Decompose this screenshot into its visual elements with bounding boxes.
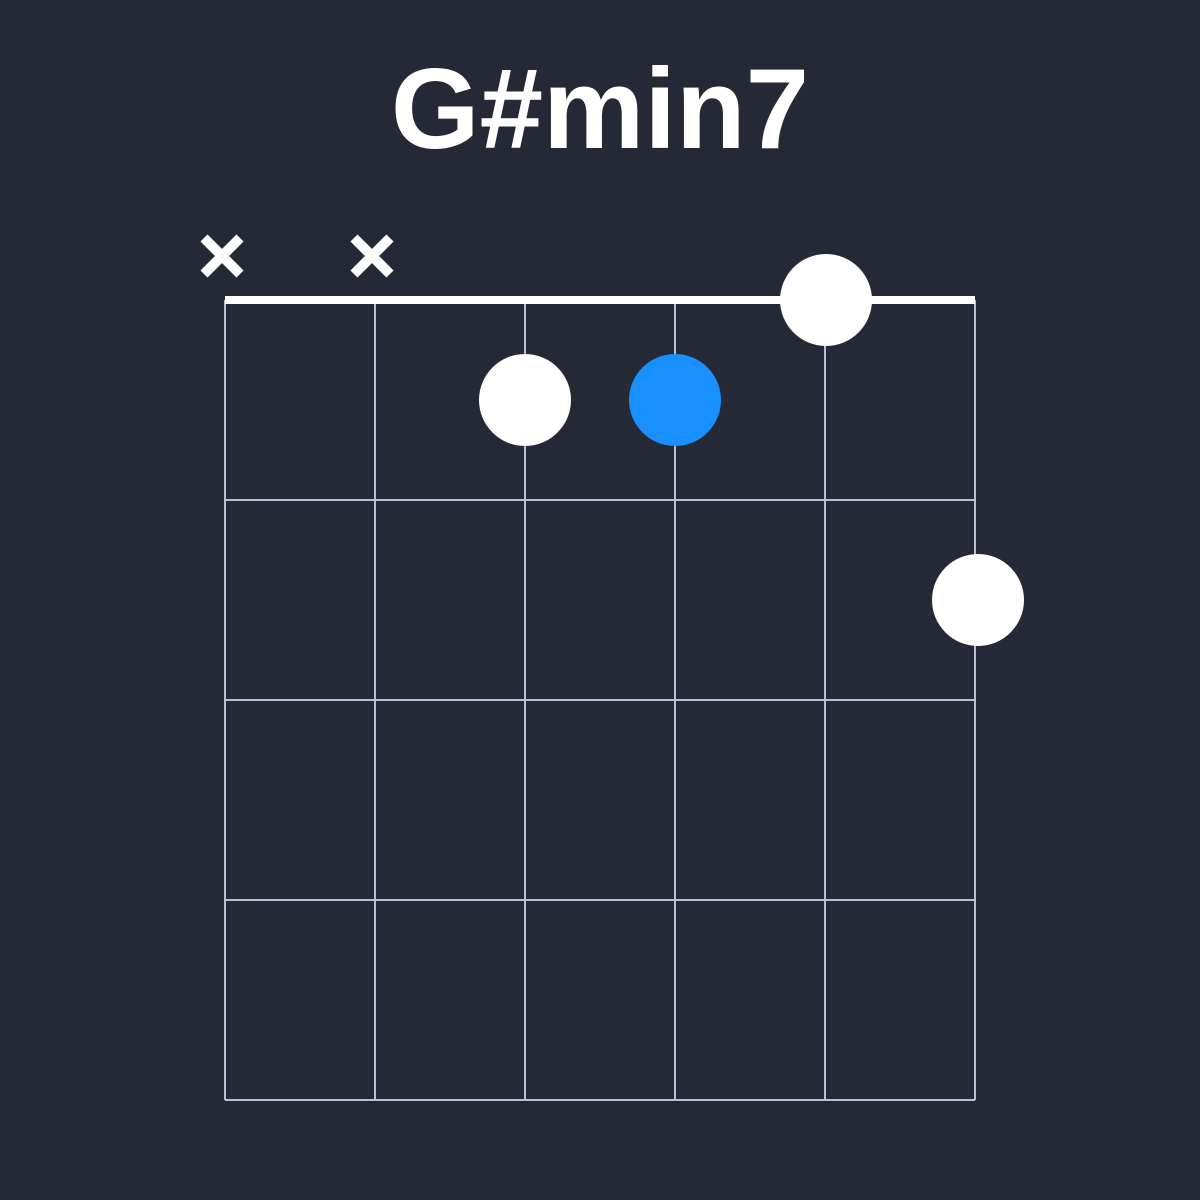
root-dot-string-4-fret-1 [629,354,721,446]
fretboard-grid [224,300,976,1101]
finger-dot-string-3-fret-1 [479,354,571,446]
muted-x-icon [200,234,244,278]
muted-x-icon [350,234,394,278]
nut [225,296,975,304]
finger-dots [479,254,1024,646]
chord-title: G#min7 [390,46,810,173]
finger-dot-string-6-fret-2 [932,554,1024,646]
muted-string-markers [200,234,394,278]
finger-dot-open-string-5 [780,254,872,346]
